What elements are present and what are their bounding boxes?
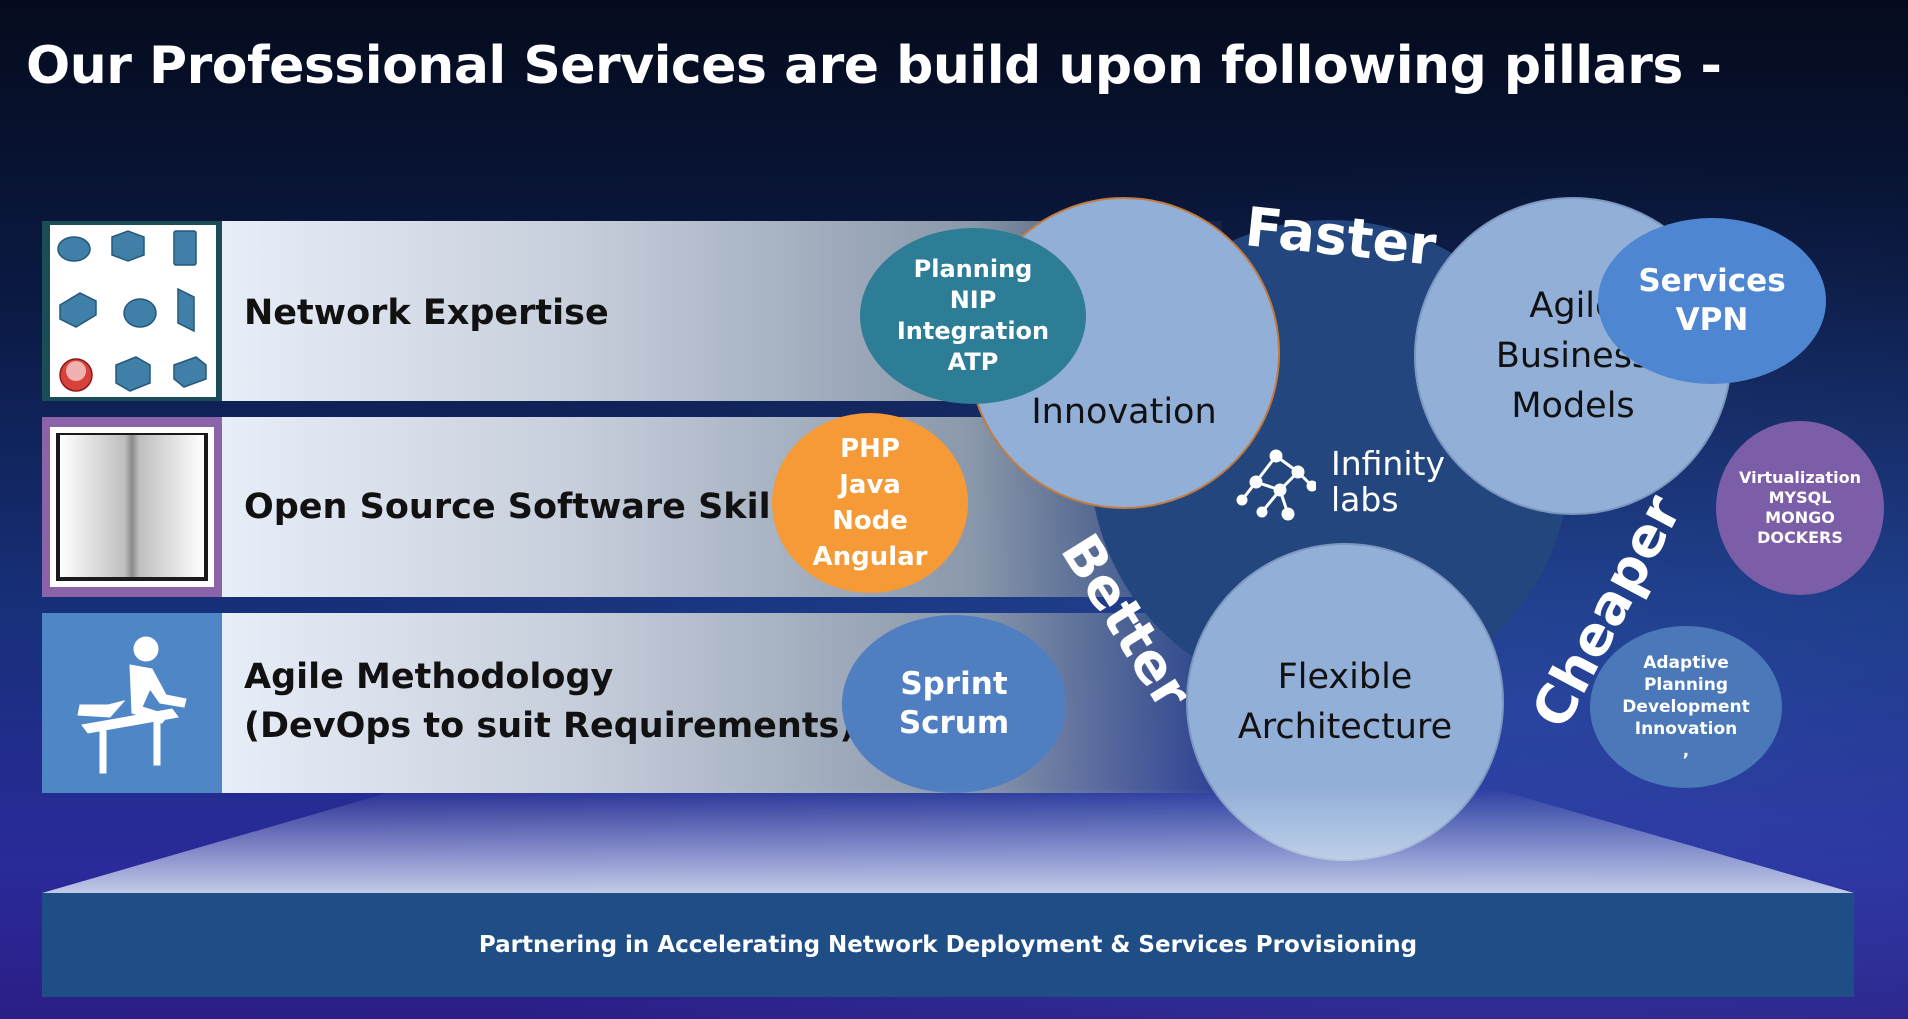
bubble-line: Java xyxy=(839,470,901,500)
logo-text-line1: Infinity xyxy=(1331,444,1445,483)
bubble-line: ATP xyxy=(947,348,999,376)
pillar-label: Open Source Software Skills xyxy=(244,487,804,527)
bubble-line: Integration xyxy=(896,317,1050,345)
infinity-labs-logo: Infinity labs xyxy=(1236,440,1456,530)
bubble-line: NIP xyxy=(949,286,997,314)
bubble-line: DOCKERS xyxy=(1757,528,1843,547)
bubble-line: Services xyxy=(1638,263,1786,299)
bubble-line: PHP xyxy=(840,434,900,464)
bubble-services: Services VPN xyxy=(1598,218,1826,384)
bubble-line: Scrum xyxy=(898,705,1010,741)
bubble-agile: Sprint Scrum xyxy=(842,615,1066,793)
circle-innovation-label: Innovation xyxy=(1031,392,1217,432)
bubble-line: Innovation xyxy=(1634,719,1738,739)
bubble-planning: Planning NIP Integration ATP xyxy=(860,228,1086,404)
base-text: Partnering in Accelerating Network Deplo… xyxy=(478,932,1418,958)
pillar-label: Network Expertise xyxy=(244,293,609,333)
bubble-line: Adaptive xyxy=(1643,653,1729,673)
bubble-virtualization: Virtualization MYSQL MONGO DOCKERS xyxy=(1716,421,1884,595)
bubble-line: VPN xyxy=(1675,302,1749,338)
base-bar: Partnering in Accelerating Network Deplo… xyxy=(42,893,1854,997)
circle-line: Flexible xyxy=(1277,657,1413,697)
bubble-line: Development xyxy=(1622,697,1750,717)
bubble-line: MONGO xyxy=(1765,508,1835,527)
bubble-line: , xyxy=(1682,741,1690,761)
network-devices-panel xyxy=(50,225,216,397)
open-book-icon xyxy=(42,417,222,597)
bubble-adaptive: Adaptive Planning Development Innovation… xyxy=(1590,626,1782,788)
logo-text-line2: labs xyxy=(1331,480,1399,519)
hurdle-runner-icon xyxy=(42,613,222,793)
bubble-line: Angular xyxy=(812,542,928,572)
circle-line: Models xyxy=(1511,386,1635,426)
bubble-line: Planning xyxy=(913,255,1033,283)
bubble-line: Planning xyxy=(1643,675,1729,695)
hurdle-runner-glyph xyxy=(77,636,187,774)
network-devices-glyphs xyxy=(57,230,207,392)
bubble-line: MYSQL xyxy=(1768,488,1832,507)
network-node-icon xyxy=(1236,449,1316,521)
network-devices-icon xyxy=(42,221,222,401)
bubble-line: Node xyxy=(832,506,908,536)
bubble-oss: PHP Java Node Angular xyxy=(772,413,968,593)
pillar-label-line2: (DevOps to suit Requirements) xyxy=(244,706,856,746)
bubble-line: Virtualization xyxy=(1739,468,1861,487)
slide-title: Our Professional Services are build upon… xyxy=(26,36,1722,96)
bubble-line: Sprint xyxy=(900,666,1008,702)
pillar-label-line1: Agile Methodology xyxy=(244,657,614,697)
open-book-glyph xyxy=(50,427,214,587)
circle-line: Architecture xyxy=(1237,707,1453,747)
